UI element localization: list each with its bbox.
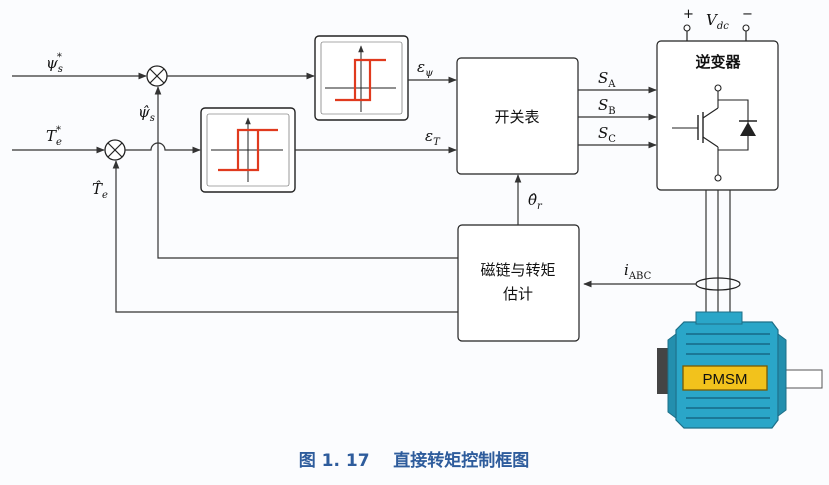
pmsm-motor: PMSM <box>657 311 823 429</box>
inverter-label: 逆变器 <box>695 53 741 71</box>
iabc-label: iABC <box>624 261 652 282</box>
switch-table-label: 开关表 <box>494 108 539 126</box>
te-feedback-line <box>112 160 458 313</box>
eps-t-label: εT <box>425 127 441 148</box>
vdc-minus-label: − <box>742 7 753 22</box>
estimator-label-line2: 估计 <box>503 285 533 303</box>
sb-label: SB <box>598 96 616 117</box>
te-ref-label: Te* <box>46 125 62 148</box>
psi-sum-junction <box>146 65 168 87</box>
vdc-label: Vdc <box>706 11 729 32</box>
psi-feedback-line <box>154 86 458 259</box>
estimator-label-line1: 磁链与转矩 <box>480 261 555 279</box>
motor-label: PMSM <box>703 371 748 388</box>
flux-hysteresis-block <box>314 35 409 121</box>
te-error-line <box>125 142 201 154</box>
estimator-block <box>457 224 580 342</box>
eps-psi-label: εψ <box>417 58 433 79</box>
psi-est-label: ψ̂s <box>138 103 155 124</box>
vdc-plus-label: + <box>683 7 694 22</box>
te-sum-junction <box>104 139 126 161</box>
inverter-block: 逆变器 <box>656 24 779 191</box>
switch-table-block <box>456 57 579 175</box>
te-est-label: T̂e <box>92 180 108 201</box>
psi-ref-label: ψs* <box>46 52 63 75</box>
torque-hysteresis-block <box>200 107 296 193</box>
figure-caption: 图 1. 17 直接转矩控制框图 <box>299 450 529 471</box>
sc-label: SC <box>598 124 616 145</box>
theta-label: θ̂r <box>528 191 543 212</box>
sa-label: SA <box>598 69 616 90</box>
